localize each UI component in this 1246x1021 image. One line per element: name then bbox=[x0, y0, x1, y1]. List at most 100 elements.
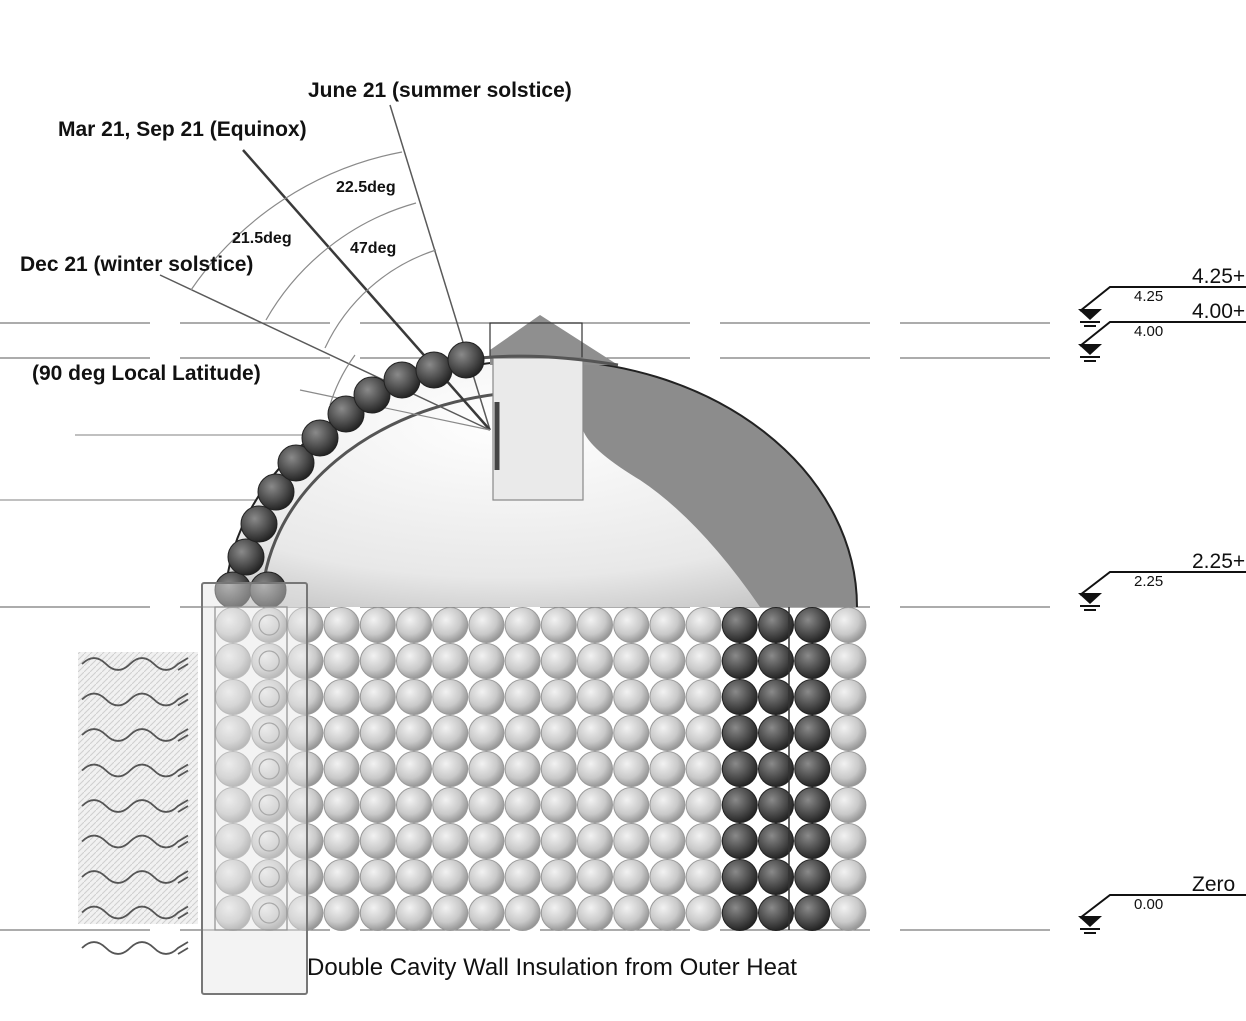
wall-bag bbox=[323, 715, 360, 751]
wall-bag bbox=[468, 823, 505, 859]
wall-bag bbox=[721, 715, 758, 751]
wall-bag bbox=[613, 715, 650, 751]
wall-bag bbox=[359, 643, 396, 679]
wall-bag bbox=[287, 787, 324, 823]
level-label: 2.25+ bbox=[1192, 550, 1245, 573]
wall-bag bbox=[359, 679, 396, 715]
wall-bag bbox=[649, 679, 686, 715]
wall-bag bbox=[540, 859, 577, 895]
wall-bag bbox=[577, 751, 613, 787]
heat-wave-arrow bbox=[81, 657, 189, 671]
wall-bag bbox=[577, 679, 613, 715]
wall-bag bbox=[396, 751, 432, 787]
cavity-ring bbox=[258, 794, 280, 816]
wall-bag bbox=[758, 751, 794, 787]
wall-bag bbox=[649, 859, 686, 895]
cavity-ring bbox=[258, 686, 280, 708]
wall-bag bbox=[468, 715, 505, 751]
wall-bag bbox=[794, 715, 831, 751]
wall-bag bbox=[758, 823, 794, 859]
level-marker: 4.254.25+ bbox=[1078, 265, 1246, 327]
wall-bag bbox=[468, 643, 505, 679]
level-value: 2.25 bbox=[1134, 573, 1163, 590]
wall-bag bbox=[432, 643, 469, 679]
wall-bag bbox=[758, 895, 794, 931]
wall-bag bbox=[649, 643, 686, 679]
wall-bag bbox=[396, 859, 432, 895]
wall-bag bbox=[504, 643, 541, 679]
wall-bag bbox=[287, 751, 324, 787]
wall-bag bbox=[396, 823, 432, 859]
wall-bag bbox=[758, 607, 794, 643]
wall-bag bbox=[830, 859, 867, 895]
cavity-ring bbox=[258, 614, 280, 636]
wall-bag bbox=[468, 859, 505, 895]
wall-bag bbox=[758, 679, 794, 715]
level-marker: 4.004.00+ bbox=[1078, 300, 1246, 362]
cavity-ring bbox=[258, 902, 280, 924]
wall-bag bbox=[830, 787, 867, 823]
label-arc-winter: 21.5deg bbox=[232, 230, 292, 247]
wall-bag bbox=[685, 607, 722, 643]
dome-shadow bbox=[540, 359, 857, 607]
wall-bag bbox=[794, 751, 831, 787]
level-value: 0.00 bbox=[1134, 896, 1163, 913]
wall-bag bbox=[287, 715, 324, 751]
wall-bag bbox=[323, 607, 360, 643]
wall-bag bbox=[685, 895, 722, 931]
wall-bag bbox=[359, 823, 396, 859]
dome-bag bbox=[240, 505, 278, 543]
wall-bag bbox=[504, 751, 541, 787]
dome-bag-ring bbox=[214, 341, 485, 609]
wall-bag bbox=[685, 679, 722, 715]
wall-bag bbox=[540, 715, 577, 751]
wall-bag bbox=[649, 895, 686, 931]
wall-bag bbox=[504, 787, 541, 823]
level-marker: 0.00 Zero bbox=[1078, 873, 1246, 934]
wall-bag bbox=[721, 787, 758, 823]
wall-bag bbox=[287, 607, 324, 643]
wall-bag bbox=[830, 823, 867, 859]
wall-bag bbox=[504, 607, 541, 643]
wall-bag bbox=[794, 787, 831, 823]
label-june-solstice: June 21 (summer solstice) bbox=[308, 79, 572, 102]
wall-bag bbox=[468, 607, 505, 643]
wall-bag bbox=[830, 715, 867, 751]
level-label: Zero bbox=[1192, 873, 1235, 896]
wall-bag bbox=[830, 751, 867, 787]
wall-bag bbox=[396, 787, 432, 823]
wall-bag bbox=[323, 859, 360, 895]
winter-ray bbox=[159, 274, 491, 431]
wall-bag bbox=[721, 607, 758, 643]
heat-wave-arrow bbox=[81, 870, 189, 884]
wall-bag bbox=[830, 607, 867, 643]
heat-wave-arrow bbox=[81, 941, 189, 955]
heat-wave-arrow bbox=[81, 834, 189, 849]
wall-bag bbox=[758, 787, 794, 823]
wall-bag bbox=[794, 859, 831, 895]
wall-bag bbox=[287, 643, 324, 679]
wall-bag bbox=[794, 679, 831, 715]
wall-bag bbox=[577, 643, 613, 679]
heat-hatch bbox=[78, 652, 198, 924]
level-marker: 2.25 2.25+ bbox=[1078, 550, 1246, 611]
wall-bag bbox=[540, 895, 577, 931]
label-arc-total: 47deg bbox=[350, 240, 396, 257]
wall-bag bbox=[468, 895, 505, 931]
wall-bag bbox=[721, 751, 758, 787]
cavity-ring bbox=[258, 830, 280, 852]
dome-bag bbox=[277, 444, 315, 482]
level-markers: 4.254.25+4.004.00+ 2.25 2.25+ 0.00 Zero bbox=[1078, 265, 1246, 934]
cupola bbox=[479, 315, 619, 501]
level-value: 4.00 bbox=[1134, 323, 1163, 340]
wall-bag bbox=[830, 679, 867, 715]
wall-bag bbox=[577, 607, 613, 643]
wall-bag bbox=[613, 787, 650, 823]
wall-bag bbox=[432, 679, 469, 715]
wall-bag bbox=[721, 823, 758, 859]
wall-bag bbox=[613, 859, 650, 895]
wall-bag bbox=[540, 787, 577, 823]
wall-bag bbox=[758, 715, 794, 751]
dome-bag bbox=[383, 361, 421, 399]
heat-wave-arrow bbox=[81, 905, 189, 920]
